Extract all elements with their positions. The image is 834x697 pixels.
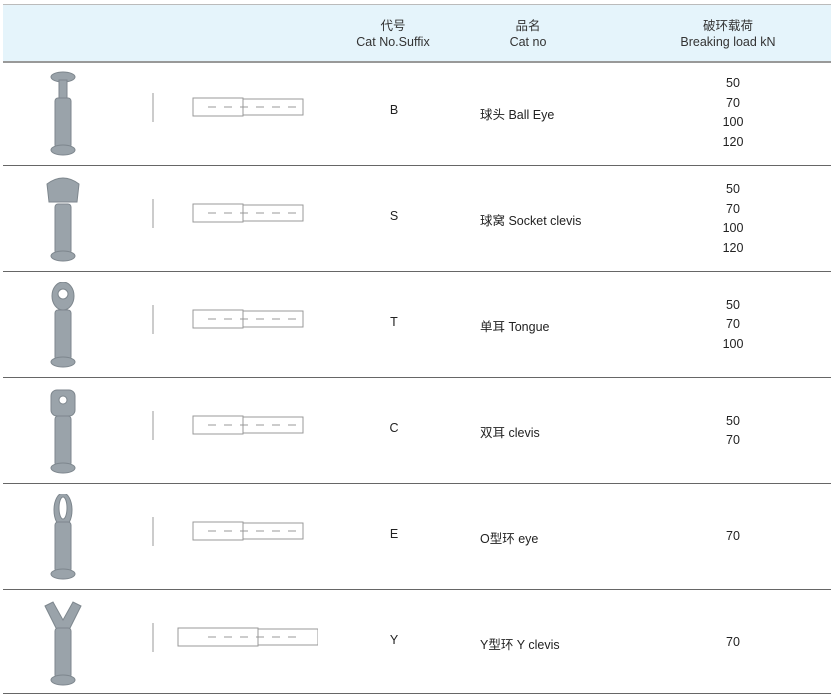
breaking-load: 100: [722, 115, 744, 129]
breaking-load: 70: [726, 317, 740, 332]
header-name-cn: 品名: [515, 19, 541, 33]
technical-drawing: [152, 199, 304, 228]
breaking-load: 100: [722, 221, 744, 235]
breaking-load-list: 50 70 100: [703, 296, 763, 355]
header-name: 品名 Cat no: [493, 18, 563, 50]
technical-drawing: [152, 517, 304, 546]
header-suffix-cn: 代号: [380, 19, 406, 33]
table-row: T 单耳 Tongue 50 70 100: [3, 272, 831, 378]
header-suffix-en: Cat No.Suffix: [356, 35, 430, 49]
breaking-load: 70: [726, 201, 740, 216]
technical-drawing: [152, 411, 304, 440]
cat-suffix: B: [389, 103, 399, 117]
breaking-load: 70: [726, 529, 740, 544]
table-row: S 球窝 Socket clevis 50 70 100 120: [3, 166, 831, 272]
breaking-load: 120: [722, 240, 744, 255]
product-name: 球窝 Socket clevis: [480, 214, 582, 228]
cat-suffix: E: [389, 527, 399, 541]
product-name: 双耳 clevis: [480, 426, 540, 440]
product-name: 球头 Ball Eye: [480, 108, 555, 122]
product-photo: [46, 177, 80, 262]
technical-drawing: [152, 623, 318, 652]
breaking-load: 70: [726, 95, 740, 110]
cat-suffix: T: [390, 315, 398, 329]
header-suffix: 代号 Cat No.Suffix: [348, 18, 438, 50]
breaking-load: 50: [726, 413, 740, 428]
breaking-load: 120: [722, 134, 744, 149]
breaking-load-list: 70: [703, 527, 763, 547]
table-row: E O型环 eye 70: [3, 484, 831, 590]
breaking-load: 70: [726, 635, 740, 650]
product-photo: [44, 601, 82, 686]
product-name: Y型环 Y clevis: [480, 638, 560, 652]
header-name-en: Cat no: [509, 35, 547, 49]
product-name: O型环 eye: [480, 532, 539, 546]
breaking-load: 100: [722, 336, 744, 351]
breaking-load-list: 70: [703, 633, 763, 653]
cat-suffix: Y: [389, 633, 399, 647]
breaking-load: 50: [726, 76, 740, 90]
table-row: Y Y型环 Y clevis 70: [3, 590, 831, 694]
cat-suffix: C: [389, 421, 399, 435]
product-name: 单耳 Tongue: [480, 320, 550, 334]
header-load: 破环载荷 Breaking load kN: [663, 18, 793, 50]
technical-drawing: [152, 305, 304, 334]
product-photo: [50, 71, 76, 156]
product-photo: [50, 282, 76, 368]
cat-suffix: S: [389, 209, 399, 223]
breaking-load-list: 50 70 100 120: [703, 74, 763, 152]
breaking-load-list: 50 70 100 120: [703, 180, 763, 258]
product-photo: [50, 494, 76, 580]
breaking-load: 50: [726, 182, 740, 196]
technical-drawing: [152, 93, 304, 122]
table-header: 代号 Cat No.Suffix 品名 Cat no 破环载荷 Breaking lo…: [3, 4, 831, 63]
breaking-load: 50: [726, 297, 740, 312]
header-load-cn: 破环载荷: [702, 19, 753, 33]
breaking-load: 70: [726, 433, 740, 447]
table-row: B 球头 Ball Eye 50 70 100 120: [3, 60, 831, 166]
product-photo: [50, 389, 76, 474]
header-load-en: Breaking load kN: [680, 35, 776, 49]
